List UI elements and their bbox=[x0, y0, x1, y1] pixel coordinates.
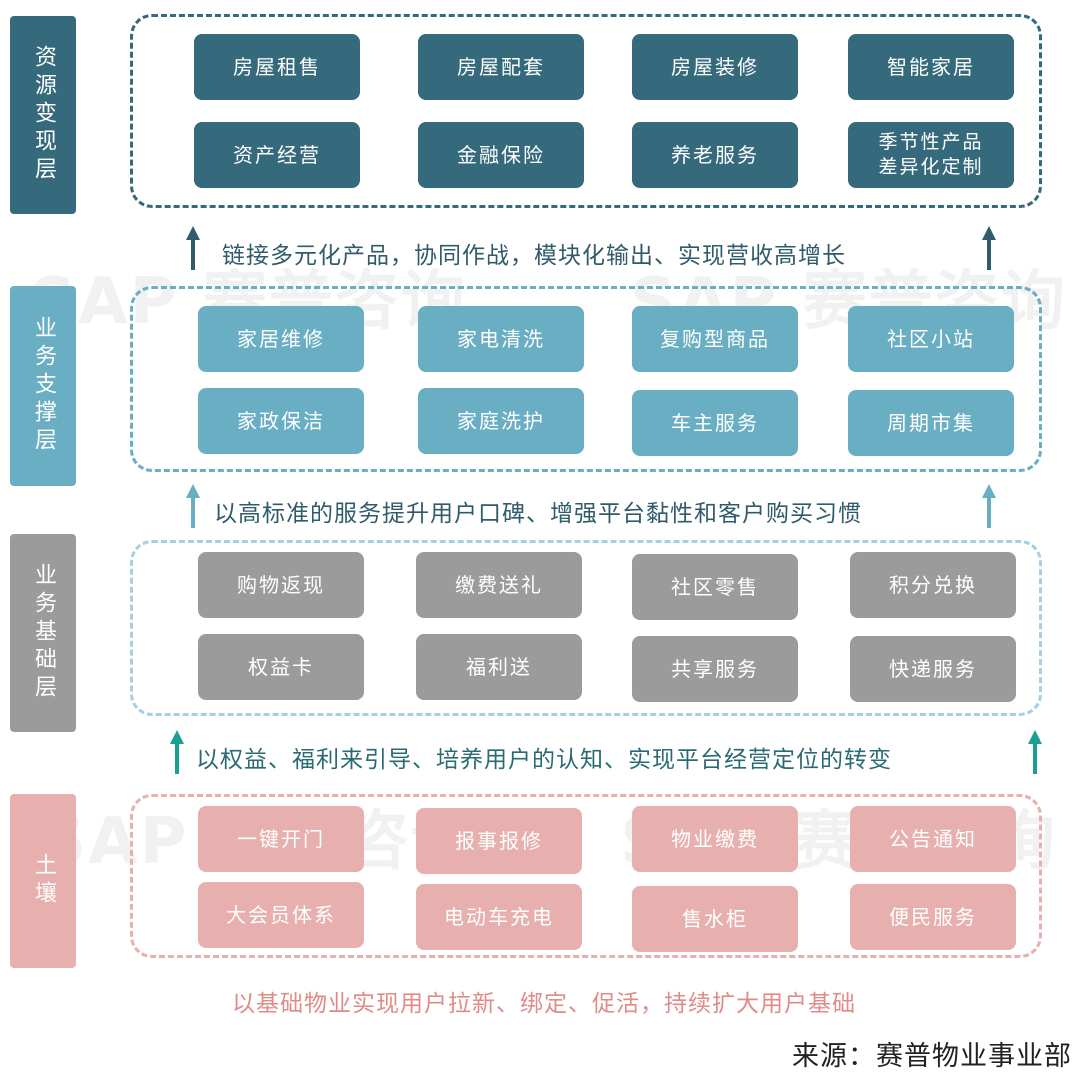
box-item: 缴费送礼 bbox=[416, 552, 582, 618]
layer-label-text: 业务基础层 bbox=[31, 563, 56, 703]
box-item: 购物返现 bbox=[198, 552, 364, 618]
up-arrow-icon bbox=[982, 484, 996, 528]
caption-support: 以高标准的服务提升用户口碑、增强平台黏性和客户购买习惯 bbox=[214, 501, 862, 527]
caption-resource: 链接多元化产品，协同作战，模块化输出、实现营收高增长 bbox=[222, 243, 846, 269]
box-item: 报事报修 bbox=[416, 808, 582, 874]
box-item: 公告通知 bbox=[850, 806, 1016, 872]
layer-label-soil: 土壤 bbox=[10, 794, 76, 968]
box-item: 社区零售 bbox=[632, 554, 798, 620]
box-item: 家庭洗护 bbox=[418, 388, 584, 454]
box-item: 家电清洗 bbox=[418, 306, 584, 372]
layer-label-resource: 资源变现层 bbox=[10, 16, 76, 214]
box-item: 福利送 bbox=[416, 634, 582, 700]
box-item: 金融保险 bbox=[418, 122, 584, 188]
box-item: 一键开门 bbox=[198, 806, 364, 872]
box-item: 复购型商品 bbox=[632, 306, 798, 372]
caption-soil: 以基础物业实现用户拉新、绑定、促活，持续扩大用户基础 bbox=[232, 991, 856, 1017]
caption-base: 以权益、福利来引导、培养用户的认知、实现平台经营定位的转变 bbox=[196, 747, 892, 773]
source-note: 来源：赛普物业事业部 bbox=[792, 1041, 1072, 1072]
box-item: 房屋装修 bbox=[632, 34, 798, 100]
box-item: 资产经营 bbox=[194, 122, 360, 188]
box-item: 快递服务 bbox=[850, 636, 1016, 702]
up-arrow-icon bbox=[186, 484, 200, 528]
box-item: 积分兑换 bbox=[850, 552, 1016, 618]
box-item: 物业缴费 bbox=[632, 806, 798, 872]
group-support bbox=[130, 286, 1042, 472]
box-item: 车主服务 bbox=[632, 390, 798, 456]
box-item: 季节性产品 差异化定制 bbox=[848, 122, 1014, 188]
group-base bbox=[130, 540, 1042, 716]
up-arrow-icon bbox=[186, 226, 200, 270]
up-arrow-icon bbox=[1028, 730, 1042, 774]
box-item: 权益卡 bbox=[198, 634, 364, 700]
layer-label-text: 资源变现层 bbox=[31, 45, 56, 185]
box-item: 共享服务 bbox=[632, 636, 798, 702]
layer-label-support: 业务支撑层 bbox=[10, 286, 76, 486]
box-item: 周期市集 bbox=[848, 390, 1014, 456]
layer-label-text: 业务支撑层 bbox=[31, 316, 56, 456]
box-item: 家政保洁 bbox=[198, 388, 364, 454]
box-item: 家居维修 bbox=[198, 306, 364, 372]
box-item: 电动车充电 bbox=[416, 884, 582, 950]
group-resource bbox=[130, 14, 1042, 208]
box-item: 便民服务 bbox=[850, 884, 1016, 950]
box-item: 房屋配套 bbox=[418, 34, 584, 100]
box-item: 社区小站 bbox=[848, 306, 1014, 372]
box-item: 智能家居 bbox=[848, 34, 1014, 100]
layer-label-text: 土壤 bbox=[31, 853, 56, 909]
box-item: 房屋租售 bbox=[194, 34, 360, 100]
box-item: 大会员体系 bbox=[198, 882, 364, 948]
up-arrow-icon bbox=[170, 730, 184, 774]
layer-label-base: 业务基础层 bbox=[10, 534, 76, 732]
group-soil bbox=[130, 794, 1042, 958]
box-item: 售水柜 bbox=[632, 886, 798, 952]
up-arrow-icon bbox=[982, 226, 996, 270]
box-item: 养老服务 bbox=[632, 122, 798, 188]
